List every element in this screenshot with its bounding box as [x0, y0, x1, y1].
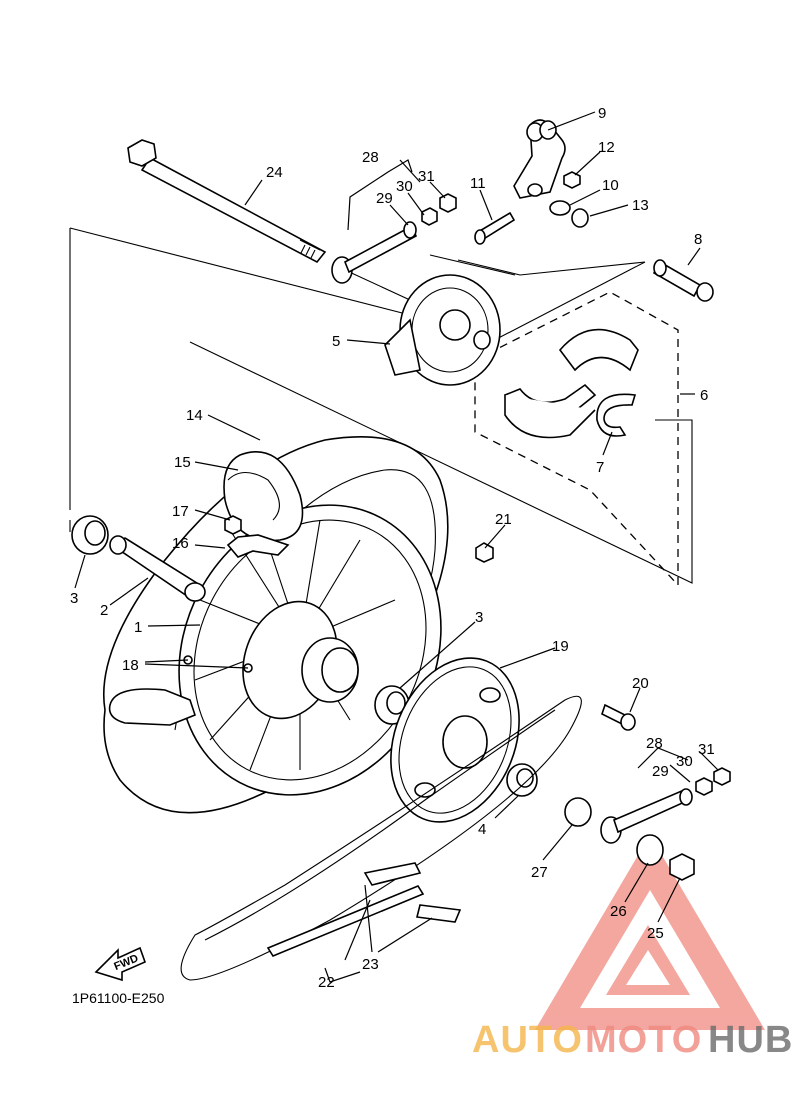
- label-30-right: 30: [676, 753, 693, 770]
- rim-nut: [475, 542, 494, 563]
- watermark-auto: AUTO: [472, 1019, 583, 1061]
- label-28-right: 28: [646, 735, 663, 752]
- label-1: 1: [134, 619, 142, 636]
- label-29-top: 29: [376, 190, 393, 207]
- label-25: 25: [647, 925, 664, 942]
- rear-sprocket: [390, 657, 520, 823]
- watermark-moto: MOTO: [585, 1019, 702, 1061]
- axle-nut: [669, 853, 695, 881]
- brake-shoe-plate: [384, 274, 501, 386]
- rim-band: [226, 534, 290, 558]
- watermark-hub: HUB: [708, 1019, 793, 1061]
- rim-lock-nut: [224, 515, 242, 535]
- label-22: 22: [318, 974, 335, 991]
- label-17: 17: [172, 503, 189, 520]
- label-12: 12: [598, 139, 615, 156]
- label-16: 16: [172, 535, 189, 552]
- brake-camshaft: [652, 259, 714, 302]
- watermark-logo: [535, 835, 765, 1030]
- brake-shoe-spring: [596, 393, 637, 437]
- leader-lines: [74, 111, 719, 983]
- label-29-right: 29: [652, 763, 669, 780]
- label-21: 21: [495, 511, 512, 528]
- brake-cam-lever: [474, 119, 589, 245]
- adjuster-bolt-set-right: [600, 767, 731, 844]
- label-11: 11: [470, 175, 486, 192]
- label-2: 2: [100, 602, 108, 619]
- label-30-top: 30: [396, 178, 413, 195]
- rear-axle: [127, 139, 327, 264]
- label-31-top: 31: [418, 168, 435, 185]
- brake-shoes: [503, 328, 639, 439]
- forward-arrow: [94, 946, 147, 982]
- label-19: 19: [552, 638, 569, 655]
- label-7: 7: [596, 459, 604, 476]
- diagram-code: 1P61100-E250: [72, 990, 165, 1006]
- label-31-right: 31: [698, 741, 715, 758]
- inner-tube: [223, 451, 304, 542]
- tire-flap: [108, 688, 196, 726]
- label-13: 13: [632, 197, 649, 214]
- label-6: 6: [700, 387, 708, 404]
- label-23: 23: [362, 956, 379, 973]
- label-28-top: 28: [362, 149, 379, 166]
- sprocket-bolt: [601, 703, 636, 731]
- label-3-left: 3: [70, 590, 78, 607]
- label-10: 10: [602, 177, 619, 194]
- label-15: 15: [174, 454, 191, 471]
- drive-chain: [180, 695, 582, 981]
- label-27: 27: [531, 864, 548, 881]
- label-8: 8: [694, 231, 702, 248]
- wheel-bearing-left: [71, 515, 109, 555]
- wheel-hub: [242, 600, 359, 720]
- watermark-text: AUTO MOTO HUB: [472, 1019, 793, 1061]
- axle-washer: [636, 834, 664, 866]
- spacer-collar: [109, 535, 206, 602]
- label-20: 20: [632, 675, 649, 692]
- label-18: 18: [122, 657, 139, 674]
- adjuster-bolt-set-top: [331, 193, 457, 284]
- sprocket-bearing: [506, 763, 538, 797]
- label-26: 26: [610, 903, 627, 920]
- reference-lines: [69, 227, 693, 584]
- label-14: 14: [186, 407, 203, 424]
- label-3-right: 3: [475, 609, 483, 626]
- label-5: 5: [332, 333, 340, 350]
- label-24: 24: [266, 164, 283, 181]
- label-4: 4: [478, 821, 486, 838]
- label-9: 9: [598, 105, 606, 122]
- axle-collar: [564, 797, 592, 827]
- brake-shoe-kit-box: [474, 291, 679, 587]
- part-labels: 1 2 3 3 4 5 6 7 8 9 10 11 12 13 14 15 16…: [70, 105, 715, 991]
